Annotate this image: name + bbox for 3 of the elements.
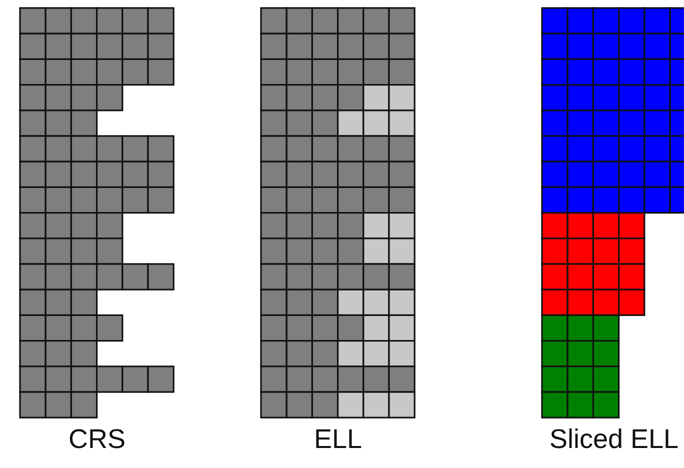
format-label: CRS: [68, 424, 126, 455]
format-label: Sliced ELL: [549, 424, 679, 455]
format-label: ELL: [314, 424, 362, 455]
